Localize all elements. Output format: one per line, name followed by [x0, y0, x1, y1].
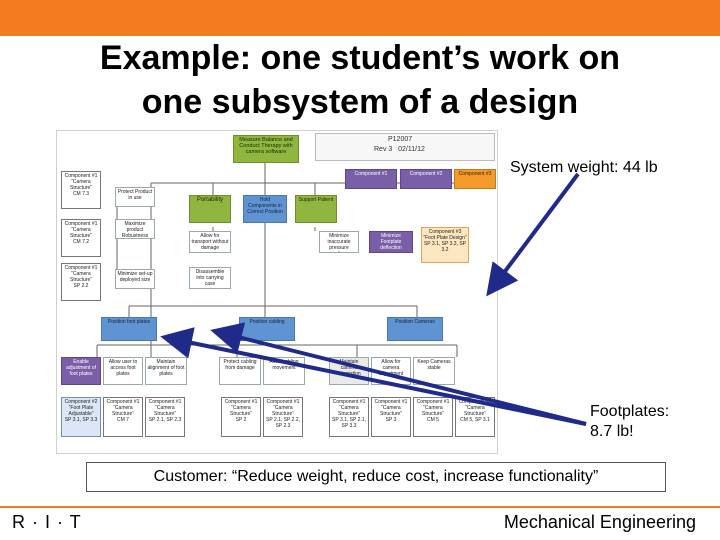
function-allow-transport: Allow for transport without damage — [189, 231, 231, 253]
revision-date: Rev 3 02/11/12 — [374, 146, 425, 153]
callout-system-weight: System weight: 44 lb — [510, 158, 658, 178]
arrow-to-footplates-2 — [210, 322, 587, 426]
footer-rit-logo: R · I · T — [12, 512, 82, 532]
function-portability: Portability — [189, 195, 231, 223]
callout-footplates: Footplates: 8.7 lb! — [590, 402, 670, 442]
title-line-2: one subsystem of a design — [141, 83, 579, 121]
title-line-1: Example: one student’s work on — [99, 39, 621, 77]
diagram-connectors — [96, 163, 481, 361]
function-position-foot-plates: Position foot plates — [101, 317, 157, 341]
arrow-to-footplates-1 — [160, 327, 587, 426]
function-position-cameras: Position Cameras — [387, 317, 443, 341]
slide-title: Example: one student’s work on one subsy… — [40, 36, 680, 124]
function-hold-components: Hold Components in Correct Position — [243, 195, 287, 223]
revision-header: P12007 Rev 3 02/11/12 — [315, 133, 495, 161]
bottom-card-camera-structure-3: Component #1 “Camera Structure” SP 2 — [221, 397, 261, 437]
function-disassemble: Disassemble into carrying case — [189, 267, 231, 289]
bottom-card-foot-plate-adjustable: Component #2 “Foot Plate Adjustable” SP … — [61, 397, 101, 437]
legend-component-3: Component #3 — [454, 169, 496, 189]
function-maintain-alignment: Maintain alignment of foot plates — [145, 357, 187, 385]
bottom-card-camera-structure-4: Component #1 “Camera Structure” SP 2.1, … — [263, 397, 303, 437]
function-minimize-setup: Minimize set-up deployed size — [115, 269, 155, 289]
legend-component-1: Component #1 — [345, 169, 397, 189]
component-card-1: Component #1 “Camera Structure” CM 7.3 — [61, 171, 101, 209]
function-allow-user-access: Allow user to access foot plates — [103, 357, 143, 385]
bottom-card-camera-structure-5: Component #1 “Camera Structure” SP 3.1, … — [329, 397, 369, 437]
bottom-card-camera-structure-7: Component #1 “Camera Structure” CM 5 — [413, 397, 453, 437]
function-keep-cameras-stable: Keep Cameras stable — [413, 357, 455, 385]
customer-quote: Customer: “Reduce weight, reduce cost, i… — [86, 462, 666, 492]
bottom-card-camera-structure-2: Component #1 “Camera Structure” SP 2.1, … — [145, 397, 185, 437]
bottom-card-camera-structure-6: Component #1 “Camera Structure” SP 3 — [371, 397, 411, 437]
component-card-2: Component #1 “Camera Structure” CM 7.2 — [61, 219, 101, 257]
arrow-to-system — [486, 172, 580, 297]
legend-component-2: Component #2 — [400, 169, 452, 189]
component-card-foot-plate-design: Component #3 “Foot Plate Design” SP 3.1,… — [421, 227, 469, 263]
function-minimize-noise: Minimize inaccurate pressure readings — [319, 231, 359, 253]
bottom-card-camera-structure-1: Component #1 “Camera Structure” CM 7 — [103, 397, 143, 437]
component-card-3: Component #1 “Camera Structure” SP 2.2 — [61, 263, 101, 301]
top-need-box: Measure Balance and Conduct Therapy with… — [233, 135, 299, 163]
function-protect-product: Protect Product in use — [115, 187, 155, 207]
top-accent-bar — [0, 0, 720, 36]
footer-divider — [0, 506, 720, 508]
footer-department: Mechanical Engineering — [503, 512, 696, 532]
function-support-patient: Support Patient — [295, 195, 337, 223]
function-protect-cabling: Protect cabling from damage — [219, 357, 261, 385]
function-position-cabling: Position cabling — [239, 317, 295, 341]
project-code: P12007 — [388, 136, 413, 143]
function-enable-adjustment: Enable adjustment of foot plates — [61, 357, 101, 385]
function-maximize-robustness: Maximize product Robustness — [115, 219, 155, 239]
function-minimize-footplate: Minimize Footplate deflection — [369, 231, 413, 253]
